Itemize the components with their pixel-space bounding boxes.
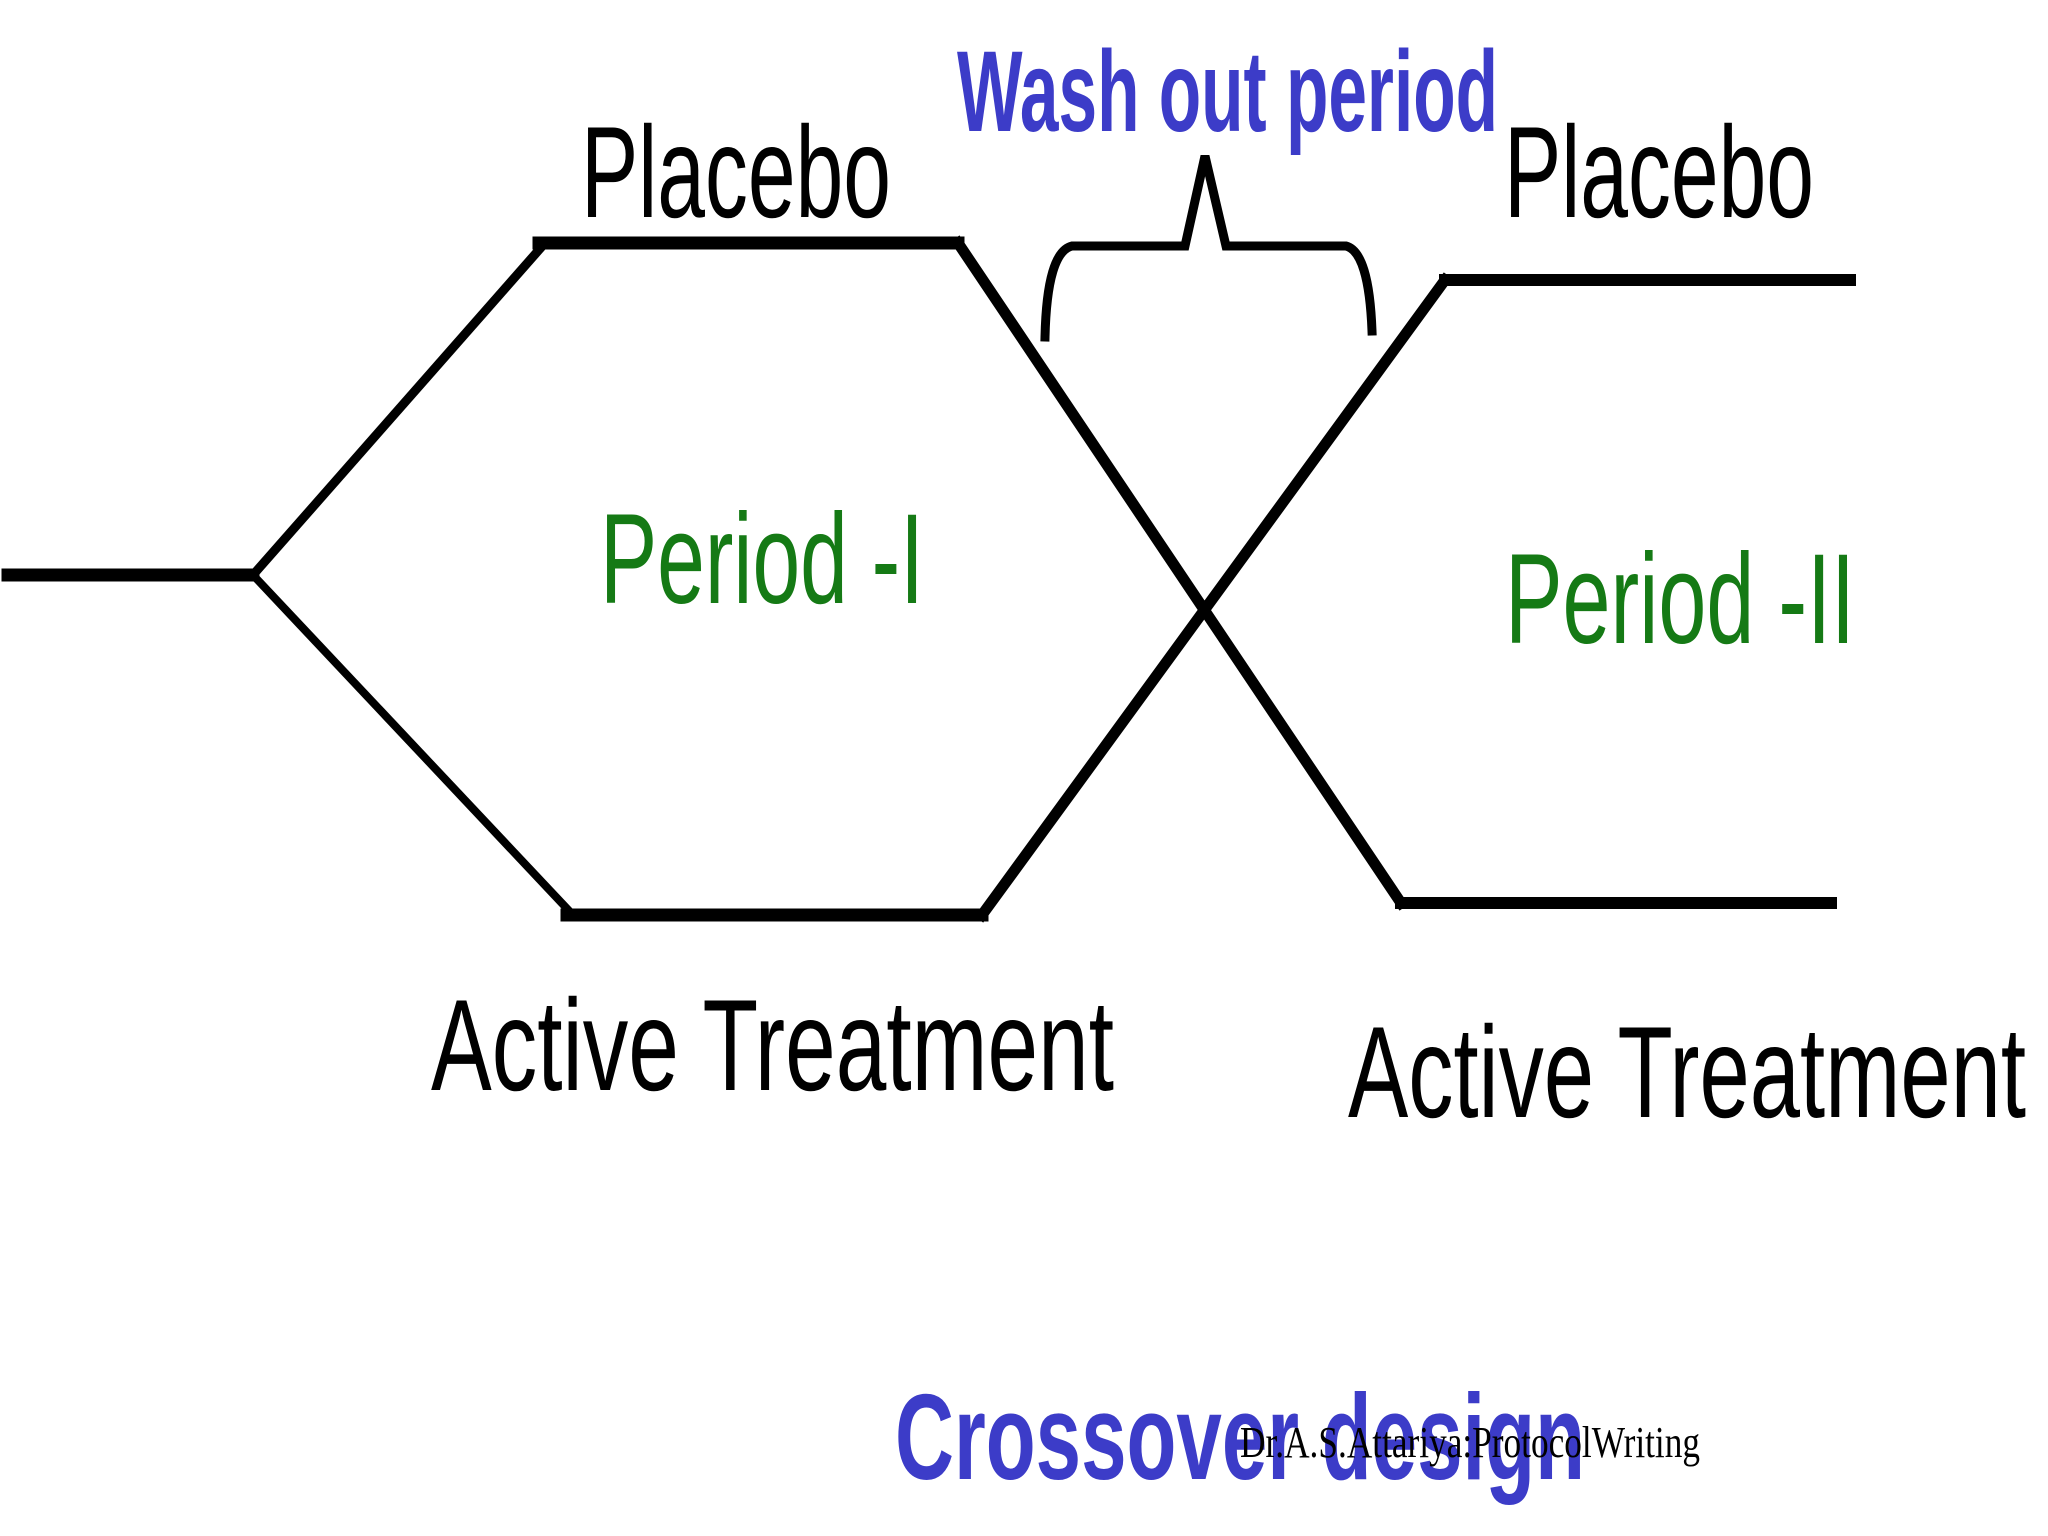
crossover-line-descending [950, 235, 1409, 911]
attribution-text: Dr.A.S.Attariya:ProtocolWriting [1240, 1418, 1700, 1467]
placebo-right-label: Placebo [1504, 99, 1814, 245]
hexagon-upper-left-diagonal [246, 236, 552, 582]
washout-period-label: Wash out period [957, 28, 1498, 156]
period-2-label: Period -II [1505, 528, 1855, 671]
period-1-label: Period -I [600, 488, 924, 631]
diagram-lines [1, 154, 1856, 923]
washout-brace [1040, 154, 1377, 342]
active-treatment-left-label: Active Treatment [431, 972, 1114, 1118]
placebo-left-label: Placebo [581, 99, 891, 245]
crossover-line-ascending [974, 272, 1453, 923]
hexagon-lower-left-diagonal [247, 569, 579, 921]
active-treatment-right-label: Active Treatment [1348, 999, 2026, 1145]
slide-title: Crossover design [895, 1369, 1585, 1505]
